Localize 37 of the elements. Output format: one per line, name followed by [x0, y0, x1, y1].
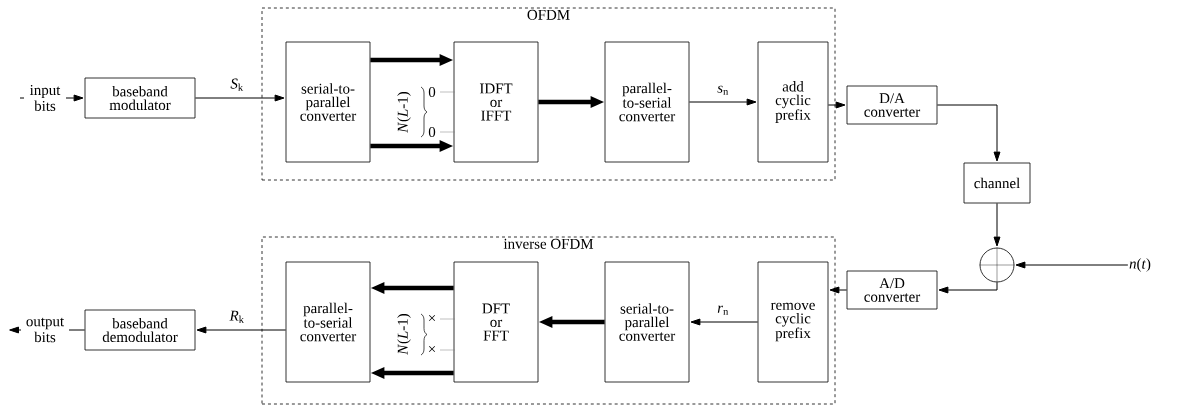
edge-label: r$_{n}$	[717, 305, 729, 315]
arrow	[690, 318, 759, 326]
edge-label: s$_{n}$	[717, 85, 729, 95]
arrow	[829, 286, 848, 294]
arrow	[194, 94, 285, 102]
cross-label: ×	[429, 315, 436, 322]
block-box: add cyclic prefix	[757, 41, 829, 163]
arrow	[938, 281, 998, 294]
block-box: baseband demodulator	[84, 309, 196, 351]
edge-label: R$_{k}$	[229, 310, 244, 323]
arrow	[196, 326, 287, 334]
zero-label: 0	[428, 86, 436, 98]
block-box: D/A converter	[846, 85, 938, 125]
arrow	[827, 101, 846, 109]
block-box: parallel-to-serial converter	[604, 41, 690, 163]
block-box: parallel-to-serial converter	[285, 261, 371, 383]
arrow	[993, 202, 1001, 247]
block-box: IDFT or IFFT	[453, 41, 539, 163]
edge-label: S$_{k}$	[230, 78, 244, 91]
arrow	[1015, 261, 1129, 269]
cross-label: ×	[429, 346, 436, 353]
block-box: DFT or FFT	[453, 261, 539, 383]
adder-circle	[979, 247, 1015, 283]
edge-label: input bits	[24, 84, 66, 112]
subcarrier-count-label: N(L-1)	[397, 92, 411, 133]
block-box: channel	[963, 162, 1031, 204]
block-box: remove cyclic prefix	[757, 261, 829, 383]
arrow	[688, 98, 757, 106]
zero-label: 0	[428, 126, 436, 138]
arrow	[936, 104, 1001, 162]
block-box: serial-to-parallel converter	[604, 261, 690, 383]
block-box: A/D converter	[846, 270, 938, 310]
signal-label: n(t)	[1129, 258, 1151, 272]
block-box: serial-to-parallel converter	[285, 41, 371, 163]
block-box: baseband modulator	[84, 77, 196, 119]
edge-label: output bits	[21, 316, 69, 344]
subcarrier-count-label: N(L-1)	[397, 314, 411, 355]
